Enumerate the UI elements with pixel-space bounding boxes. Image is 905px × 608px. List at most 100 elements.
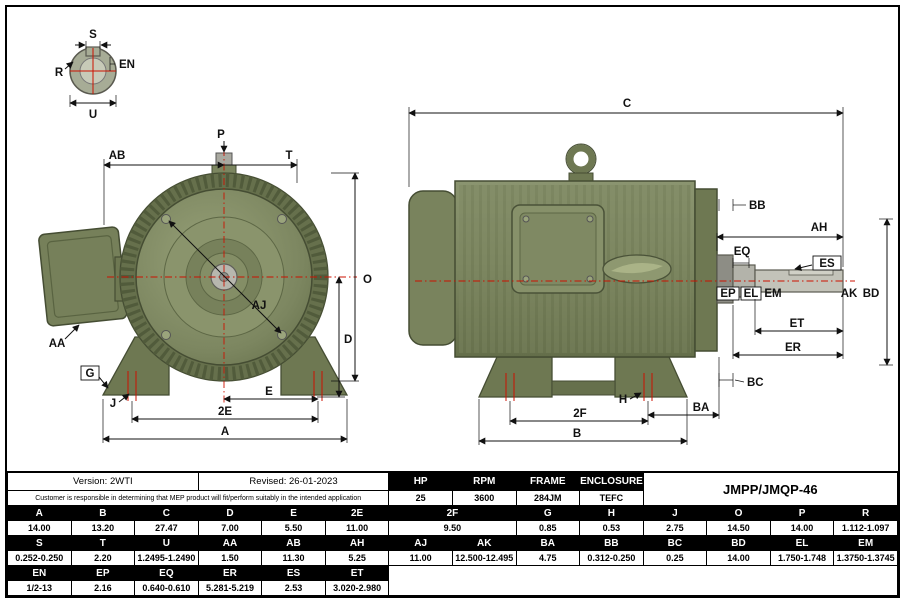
- spec-header-rpm: RPM: [451, 471, 517, 491]
- motor-side-view: [408, 143, 855, 401]
- dim-value-cell: 0.53: [579, 520, 644, 536]
- dim-label-b: B: [573, 428, 581, 440]
- dim-header-cell: T: [70, 535, 136, 551]
- lifting-eyebolt: [566, 144, 596, 174]
- plate-bolt: [586, 275, 594, 283]
- dim-label-e: E: [265, 386, 273, 398]
- shaft-end-detail: S R EN U: [55, 29, 135, 121]
- dim-label-g: G: [86, 368, 95, 380]
- dim-value-cell: 27.47: [134, 520, 199, 536]
- dim-value-cell: 11.30: [261, 550, 326, 566]
- face-bolt: [277, 330, 287, 340]
- face-bolt: [161, 330, 171, 340]
- dim-header-cell: BB: [579, 535, 644, 551]
- cover-plate-inner: [519, 212, 597, 286]
- dim-header-cell: J: [642, 505, 708, 521]
- dim-value-cell: 0.312-0.250: [579, 550, 644, 566]
- dim-label-p: P: [217, 129, 225, 141]
- dim-label-u: U: [89, 109, 97, 121]
- dim-value-cell: 1.750-1.748: [769, 550, 835, 566]
- dim-value-cell: 14.00: [769, 520, 835, 536]
- plate-bolt: [586, 215, 594, 223]
- fan-cover: [408, 190, 458, 346]
- end-bell: [694, 188, 718, 352]
- revised-label: Revised: 26-01-2023: [197, 471, 390, 491]
- spec-value-frame: 284JM: [515, 490, 581, 506]
- dim-label-j: J: [110, 398, 116, 410]
- dim-header-row-1: A B C D E 2E 2F G H J O P R: [7, 505, 898, 521]
- dim-value-cell: 2.75: [642, 520, 708, 536]
- dim-label-el: EL: [744, 288, 759, 300]
- dim-header-cell: AA: [197, 535, 263, 551]
- dim-value-cell: 5.25: [324, 550, 390, 566]
- spec-sheet-page: S R EN U: [5, 5, 900, 598]
- dim-value-cell: 11.00: [324, 520, 390, 536]
- dim-header-cell: E: [261, 505, 326, 521]
- conduit-box: [38, 226, 128, 327]
- empty-cell: [388, 565, 898, 596]
- dim-label-t: T: [285, 150, 292, 162]
- dim-label-et: ET: [790, 318, 805, 330]
- dim-header-cell: A: [7, 505, 72, 521]
- dim-label-d: D: [344, 334, 352, 346]
- side-foot-left: [477, 356, 553, 398]
- dim-value-cell: 5.50: [261, 520, 326, 536]
- dim-value-cell: 14.50: [706, 520, 771, 536]
- spec-value-hp: 25: [388, 490, 453, 506]
- dim-label-r: R: [55, 67, 64, 79]
- dim-label-es: ES: [819, 258, 835, 270]
- dim-label-eq: EQ: [734, 246, 751, 258]
- dim-label-a: A: [221, 426, 229, 438]
- dim-value-cell: 7.00: [197, 520, 263, 536]
- drawing-area: S R EN U: [7, 7, 898, 471]
- dim-header-row-2: S T U AA AB AH AJ AK BA BB BC BD EL EM: [7, 535, 898, 551]
- plate-bolt: [522, 275, 530, 283]
- dim-header-cell: EP: [70, 565, 136, 581]
- dim-header-cell: BD: [706, 535, 771, 551]
- dim-value-cell: 0.25: [642, 550, 708, 566]
- dim-value-cell: 13.20: [70, 520, 136, 536]
- dim-value-cell: 1.50: [197, 550, 263, 566]
- dim-header-cell: AH: [324, 535, 390, 551]
- dim-label-bc: BC: [747, 377, 764, 389]
- dim-label-ah: AH: [811, 222, 828, 234]
- dim-header-cell: 2E: [324, 505, 390, 521]
- dim-header-cell: AB: [261, 535, 326, 551]
- plate-bolt: [522, 215, 530, 223]
- dim-label-ep: EP: [720, 288, 736, 300]
- dim-label-bd: BD: [863, 288, 880, 300]
- dim-label-ba: BA: [693, 402, 710, 414]
- base-between-feet: [551, 380, 616, 396]
- dim-label-em: EM: [764, 288, 781, 300]
- dim-header-cell: AK: [451, 535, 517, 551]
- dim-value-cell: 1.2495-1.2490: [134, 550, 199, 566]
- dim-value-cell: 12.500-12.495: [451, 550, 517, 566]
- dim-value-cell: 9.50: [388, 520, 517, 536]
- spec-value-rpm: 3600: [451, 490, 517, 506]
- dim-header-cell: ER: [197, 565, 263, 581]
- face-bolt: [161, 214, 171, 224]
- dim-value-cell: 1/2-13: [7, 580, 72, 596]
- dim-value-cell: 2.20: [70, 550, 136, 566]
- dim-value-cell: 11.00: [388, 550, 453, 566]
- dim-value-row-2: 0.252-0.250 2.20 1.2495-1.2490 1.50 11.3…: [7, 550, 898, 566]
- dim-header-cell: ET: [324, 565, 390, 581]
- front-view-dimensions: P AB T O D AJ AA G: [49, 129, 372, 443]
- dim-label-ak: AK: [841, 288, 858, 300]
- dim-header-cell: BC: [642, 535, 708, 551]
- dim-header-cell: S: [7, 535, 72, 551]
- dim-value-cell: 4.75: [515, 550, 581, 566]
- dim-header-cell: P: [769, 505, 835, 521]
- version-label: Version: 2WTI: [7, 471, 199, 491]
- dim-header-cell: O: [706, 505, 771, 521]
- dim-header-cell: EL: [769, 535, 835, 551]
- dim-label-er: ER: [785, 342, 802, 354]
- dim-label-2f: 2F: [573, 408, 586, 420]
- dim-header-cell: 2F: [388, 505, 517, 521]
- dim-value-cell: 3.020-2.980: [324, 580, 390, 596]
- dim-value-cell: 5.281-5.219: [197, 580, 263, 596]
- dim-value-cell: 2.53: [261, 580, 326, 596]
- dim-value-cell: 1.112-1.097: [833, 520, 898, 536]
- dim-label-aa: AA: [49, 338, 66, 350]
- disclaimer-text: Customer is responsible in determining t…: [6, 490, 390, 506]
